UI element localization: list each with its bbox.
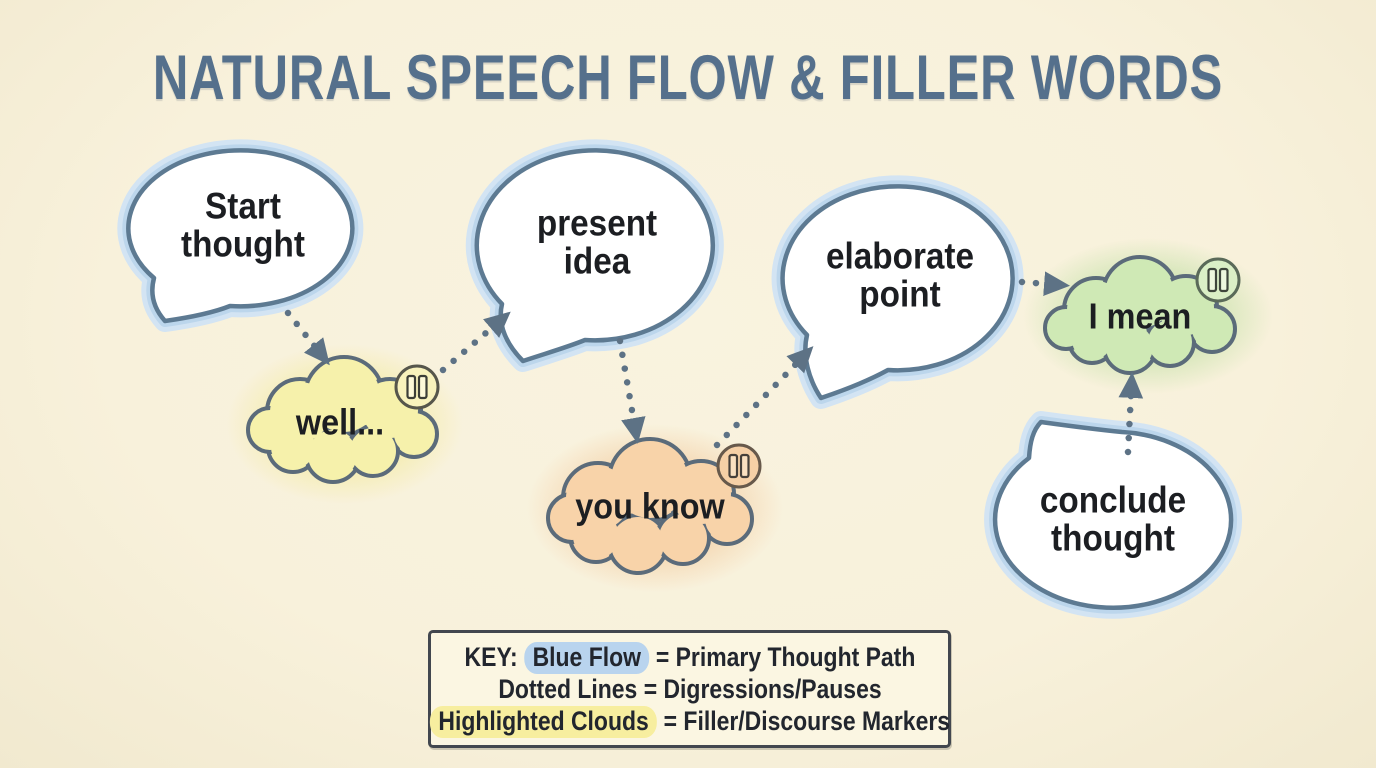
cloud-label-well: well... xyxy=(295,401,385,443)
dotted-connector-you-know-to-elaborate xyxy=(713,346,814,449)
key-line-dotted-lines: Dotted Lines = Digressions/Pauses xyxy=(429,673,949,705)
key-content: KEY: Blue Flow = Primary Thought Path Do… xyxy=(429,641,950,738)
key-heading: KEY: xyxy=(464,642,518,672)
key-line-blue-flow: KEY: Blue Flow = Primary Thought Path xyxy=(429,641,949,674)
key-term-highlighted-clouds: Highlighted Clouds xyxy=(429,706,657,738)
bubble-label-elaborate-point: elaborate point xyxy=(825,235,975,315)
label-line: elaborate xyxy=(825,235,975,277)
pause-icon xyxy=(394,364,440,410)
key-term-dotted-lines: Dotted Lines xyxy=(497,674,637,704)
key-definition: = Primary Thought Path xyxy=(655,642,915,672)
key-box: KEY: Blue Flow = Primary Thought Path Do… xyxy=(428,630,951,748)
bubble-label-conclude-thought: conclude thought xyxy=(1039,479,1187,559)
pause-icon xyxy=(716,443,762,489)
label-line: point xyxy=(859,274,941,315)
key-term-blue-flow: Blue Flow xyxy=(523,642,650,674)
label-line: thought xyxy=(181,224,305,265)
label-line: Start xyxy=(205,185,281,227)
filler-cloud-you-know xyxy=(546,437,754,575)
label-line: present xyxy=(536,202,658,244)
speech-bubble-start-thought xyxy=(117,139,364,332)
cloud-label-you-know: you know xyxy=(575,485,725,527)
dotted-connector-conclude-to-i-mean xyxy=(1118,371,1144,456)
pause-icon xyxy=(1195,257,1241,303)
filler-cloud-well xyxy=(246,355,439,484)
dotted-connector-elaborate-to-i-mean xyxy=(1018,271,1071,297)
key-definition: = Digressions/Pauses xyxy=(643,674,882,704)
label-line: conclude xyxy=(1039,479,1187,521)
bubble-label-present-idea: present idea xyxy=(536,202,658,282)
dotted-connector-present-to-you-know xyxy=(616,337,646,444)
page-title: NATURAL SPEECH FLOW & FILLER WORDS xyxy=(152,43,1224,113)
speech-bubble-conclude-thought xyxy=(984,411,1243,619)
label-line: thought xyxy=(1051,518,1175,559)
label-line: idea xyxy=(563,241,631,282)
filler-cloud-i-mean xyxy=(1043,255,1237,375)
cloud-label-i-mean: I mean xyxy=(1088,295,1192,337)
key-line-highlighted-clouds: Highlighted Clouds = Filler/Discourse Ma… xyxy=(429,705,950,738)
bubble-label-start-thought: Start thought xyxy=(181,185,305,265)
dotted-connector-well-to-present xyxy=(439,311,511,374)
dotted-connector-start-to-well xyxy=(284,309,330,366)
key-definition: = Filler/Discourse Markers xyxy=(663,706,950,736)
